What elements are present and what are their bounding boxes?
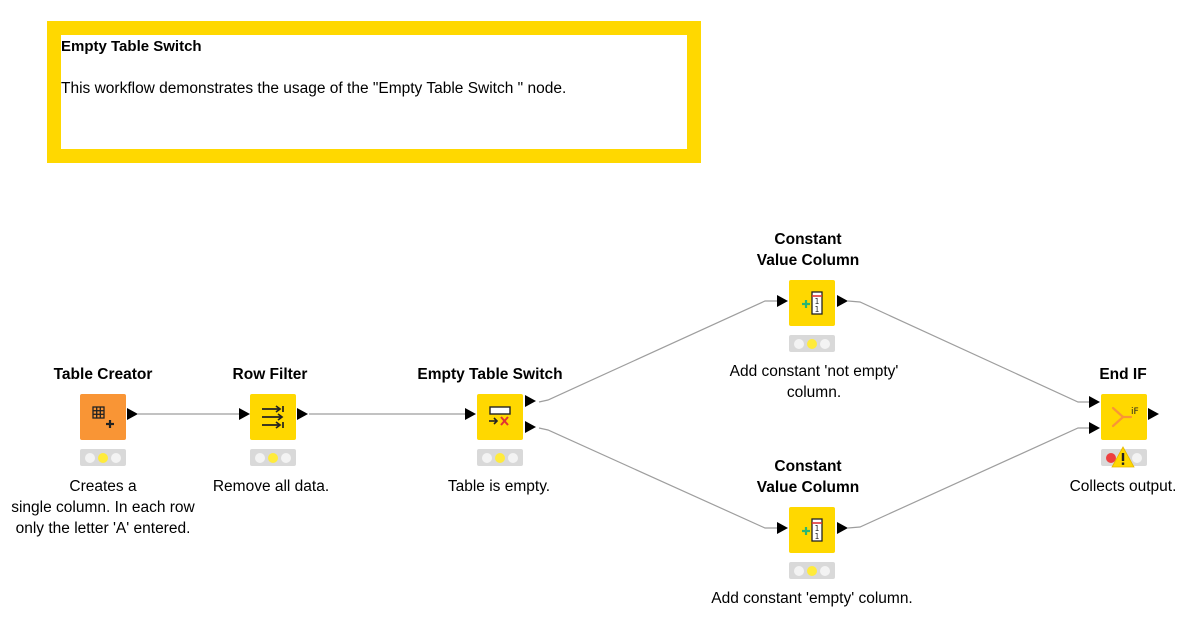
constant-column-icon[interactable]: 1 1 [789,280,835,326]
warning-icon [1111,446,1135,468]
status-traffic-light [789,562,835,579]
row-filter-icon[interactable] [250,394,296,440]
constant-column-icon[interactable]: 1 1 [789,507,835,553]
input-port-triangle-top[interactable] [1089,395,1100,408]
table-plus-icon[interactable] [80,394,126,440]
svg-text:1: 1 [815,297,820,306]
output-port-triangle[interactable] [837,294,848,307]
input-port-triangle[interactable] [239,407,250,420]
output-port-triangle-bottom[interactable] [525,420,536,433]
output-port-triangle[interactable] [297,407,308,420]
node-title[interactable]: Empty Table Switch [417,366,563,383]
annotation-title: Empty Table Switch [61,38,202,55]
output-port-triangle[interactable] [127,407,138,420]
node-description[interactable]: Add constant 'not empty' column. [729,363,899,401]
status-traffic-light [80,449,126,466]
svg-text:1: 1 [815,532,820,541]
node-title[interactable]: Constant Value Column [756,231,860,269]
node-title[interactable]: Table Creator [53,366,153,383]
output-port-triangle[interactable] [837,521,848,534]
output-port-triangle-top[interactable] [525,394,536,407]
node-title[interactable]: Row Filter [232,366,308,383]
status-traffic-light [250,449,296,466]
output-port-triangle[interactable] [1148,407,1159,420]
empty-switch-icon[interactable] [477,394,523,440]
annotation-text: This workflow demonstrates the usage of … [61,80,567,97]
end-if-icon[interactable]: iF [1101,394,1147,440]
input-port-triangle[interactable] [777,521,788,534]
node-description[interactable]: Collects output. [1069,478,1177,495]
node-description[interactable]: Table is empty. [447,478,551,495]
node-description[interactable]: Add constant 'empty' column. [711,590,913,607]
input-port-triangle[interactable] [465,407,476,420]
svg-text:iF: iF [1131,407,1139,417]
status-traffic-light [477,449,523,466]
node-title[interactable]: End IF [1099,366,1147,383]
node-description[interactable]: Remove all data. [212,478,330,495]
connection-switch-const-bottom [538,427,778,529]
connection-switch-const-top [538,300,778,403]
connection-const-top-endif [847,300,1090,403]
node-title[interactable]: Constant Value Column [756,458,860,496]
workflow-annotation[interactable]: Empty Table Switch This workflow demonst… [47,21,701,163]
input-port-triangle-bottom[interactable] [1089,421,1100,434]
input-port-triangle[interactable] [777,294,788,307]
svg-text:1: 1 [815,305,820,314]
node-description[interactable]: Creates a single column. In each row onl… [11,478,195,537]
svg-text:1: 1 [815,524,820,533]
connection-const-bottom-endif [847,427,1090,529]
status-traffic-light [789,335,835,352]
